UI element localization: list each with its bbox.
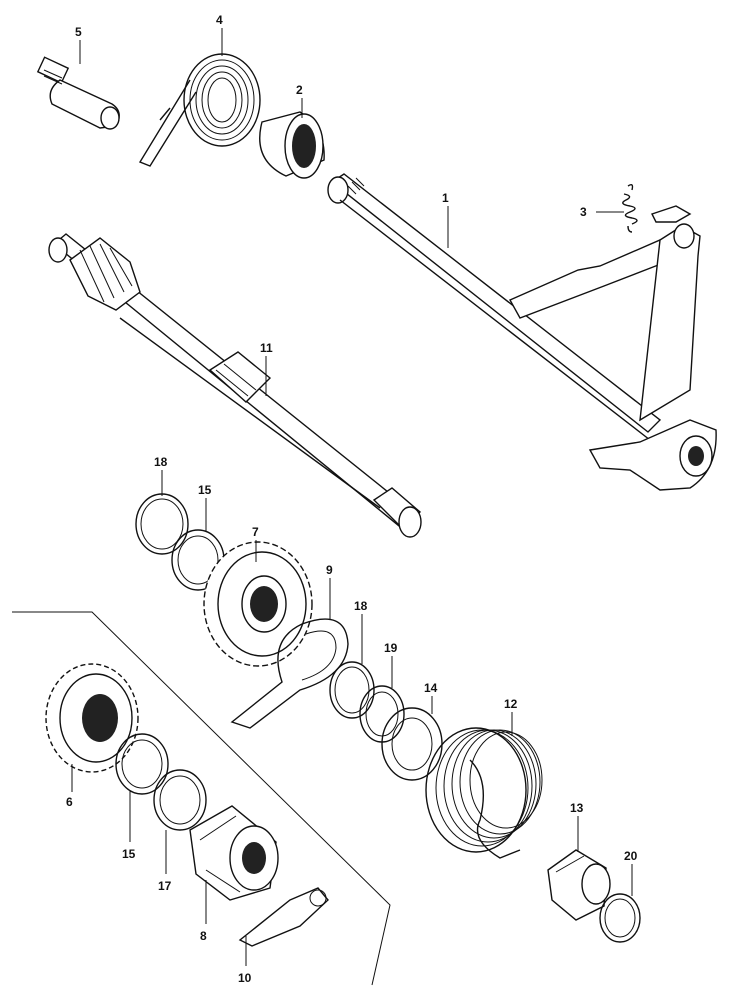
subassembly-boundary [12,611,391,986]
label-part-9: 9 [326,563,333,577]
part-12-return-spring [425,727,543,859]
label-part-12: 12 [504,697,518,711]
callout-labels: 5 4 2 1 3 11 18 15 7 9 18 19 14 12 13 20… [66,13,638,985]
label-part-20: 20 [624,849,638,863]
part-13-spring-guide [547,849,611,921]
label-part-8: 8 [200,929,207,943]
part-3-small-spring [622,183,638,233]
part-15-washer-bottom [115,733,169,795]
label-part-18-top: 18 [154,455,168,469]
label-part-1: 1 [442,191,449,205]
label-part-10: 10 [238,971,252,985]
label-part-17: 17 [158,879,172,893]
part-4-torsion-spring [138,53,261,167]
label-part-15-top: 15 [198,483,212,497]
label-part-7: 7 [252,525,259,539]
label-part-19: 19 [384,641,398,655]
part-18-circlip-mid [329,661,375,719]
label-part-11: 11 [260,341,273,355]
label-part-13: 13 [570,801,584,815]
part-1-kick-spindle [327,173,717,491]
label-part-15-bottom: 15 [122,847,136,861]
part-20-circlip [599,893,641,943]
part-9-spring-clip [230,618,349,729]
label-part-4: 4 [216,13,223,27]
part-17-washer [153,769,207,831]
label-part-3: 3 [580,205,587,219]
label-part-6: 6 [66,795,73,809]
part-19-washer [359,685,405,743]
leader-lines [71,28,633,966]
part-18-circlip-top [135,493,189,555]
part-2-collar [259,111,325,179]
label-part-2: 2 [296,83,303,97]
part-14-washer [381,707,443,781]
part-7-gear [203,541,313,667]
part-11-countershaft [48,233,422,538]
label-part-5: 5 [75,25,82,39]
part-5-stud-bolt [36,56,120,130]
label-part-18-mid: 18 [354,599,368,613]
part-10-guide-plate [238,887,329,947]
part-8-ratchet [189,805,279,901]
part-6-gear [45,663,139,773]
label-part-14: 14 [424,681,438,695]
